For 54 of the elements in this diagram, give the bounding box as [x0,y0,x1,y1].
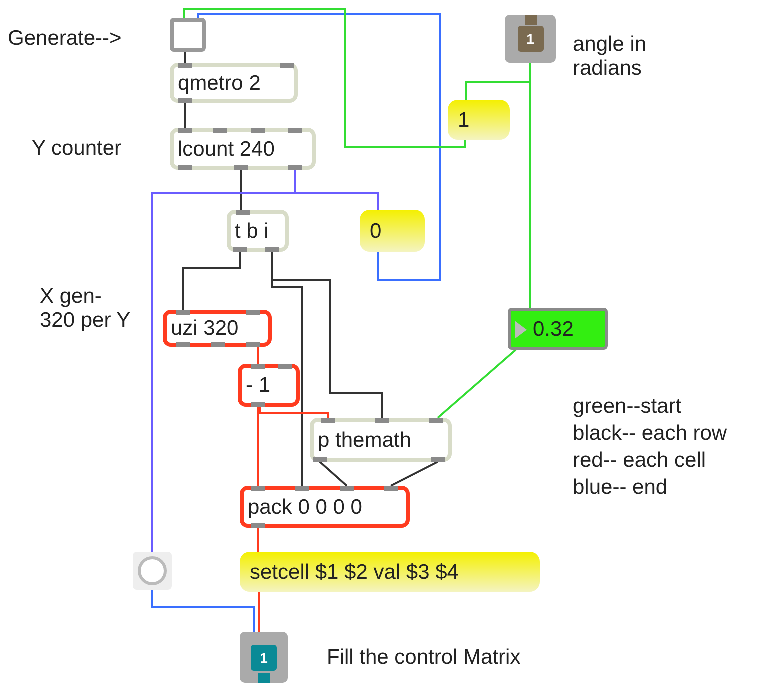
comment-text: angle in radians [573,33,648,82]
patch-cord [257,347,259,364]
message-box [448,100,510,140]
object-text: qmetro 2 [178,72,261,94]
object-box [240,486,410,528]
message-box [240,552,540,592]
object-box [310,418,452,462]
legend-text: black-- each row [573,422,728,446]
patch-cord [319,461,348,487]
message-text: 1 [458,110,470,130]
patch-cord [184,52,186,63]
number-value: 0.32 [533,318,574,340]
patch-cord [271,252,383,418]
patch-cord [258,592,260,632]
patch-cord [390,461,438,487]
object-box [227,210,289,252]
patch-cord [259,407,329,418]
object-text: - 1 [246,375,271,396]
comment-text: X gen- 320 per Y [40,285,132,334]
object-text: p themath [318,430,412,450]
object-text: uzi 320 [171,318,239,339]
object-text: lcount 240 [178,138,275,160]
bang-button [133,552,172,590]
patch-cord [182,252,241,310]
message-text: 0 [370,220,382,242]
message-text: setcell $1 $2 val $3 $4 [250,562,459,582]
patch-cord [240,170,242,210]
message-box [360,210,425,252]
patch-cord [529,63,531,308]
patch-cord [257,528,259,552]
comment-text: Y counter [32,137,123,162]
object-box [170,63,298,103]
toggle-box [170,18,206,52]
patch-cord [257,407,259,486]
object-box [170,128,316,170]
number-box [508,308,608,350]
port-box [240,632,288,683]
legend-text: blue-- end [573,476,669,500]
patch-cord [183,8,466,148]
legend-text: red-- each cell [573,449,708,474]
comment-text: Fill the control Matrix [327,646,522,670]
object-box [163,310,272,347]
port-box [505,15,556,63]
patch-cord [151,590,255,632]
patch-cord [437,349,517,419]
port-number: 1 [251,644,277,670]
legend-text: green--start [573,395,683,420]
object-text: t b i [235,220,269,242]
port-number: 1 [518,26,544,52]
patch-cord [197,13,441,281]
object-box [238,364,300,407]
object-text: pack 0 0 0 0 [248,496,362,518]
comment-text: Generate--> [8,27,123,52]
patch-cord [184,103,186,128]
